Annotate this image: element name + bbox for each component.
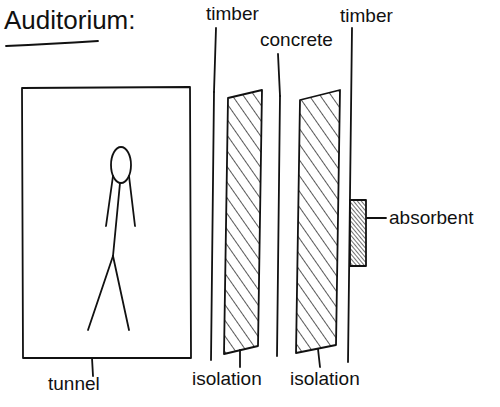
leader-line	[278, 54, 280, 96]
figure-arm	[129, 176, 135, 226]
timber-layer	[348, 28, 352, 362]
figure-head	[111, 147, 131, 183]
title-underline	[6, 41, 98, 46]
tunnel-opening	[22, 87, 191, 358]
absorbent-panel	[350, 200, 366, 266]
figure-arm	[106, 176, 113, 226]
material-label: isolation	[290, 369, 390, 390]
figure-body	[113, 183, 120, 256]
figure-leg	[88, 256, 113, 330]
diagram-title: Auditorium:	[4, 6, 136, 35]
leader-line	[367, 217, 386, 219]
material-label: isolation	[192, 369, 292, 390]
material-label: timber	[340, 6, 420, 27]
material-label: concrete	[260, 30, 350, 51]
concrete-layer	[277, 96, 280, 356]
leader-line	[318, 349, 320, 367]
figure-leg	[113, 256, 129, 330]
material-label: absorbent	[389, 208, 497, 229]
isolation-layer	[224, 90, 262, 354]
space-label: tunnel	[48, 374, 138, 395]
leader-line	[239, 350, 241, 367]
leader-line	[214, 28, 216, 92]
timber-layer	[211, 92, 214, 360]
material-label: timber	[206, 4, 286, 25]
isolation-layer	[296, 90, 340, 353]
